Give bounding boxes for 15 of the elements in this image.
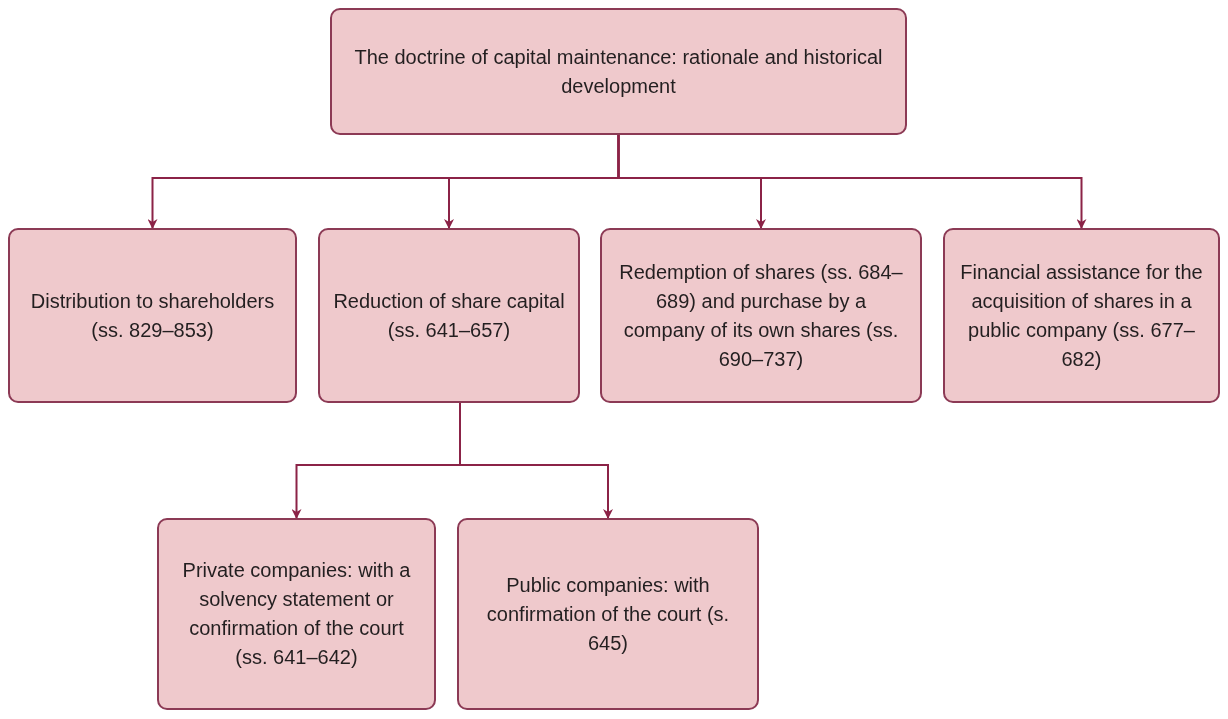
arrow [617,134,1087,229]
box-text: Redemption of shares (ss. 684–689) and purchase by a company of its own shares (ss. 690–737) [618,259,904,372]
box-text: Reduction of share capital (ss. 641–657) [332,288,566,343]
box-text: Distribution to shareholders (ss. 829–853) [29,288,276,343]
topic-box [157,518,436,710]
topic-box [600,228,922,403]
box-text: The doctrine of capital maintenance: rationale and historical development [353,44,884,99]
topic-box [457,518,759,710]
box-text: Private companies: with a solvency statement or confirmation of the court (ss. 641–642) [181,558,412,670]
box-text: Financial assistance for the acquisition of shares in a public company (ss. 677–682) [959,259,1204,372]
heading-box [330,8,907,135]
topic-box [943,228,1220,403]
topic-box [318,228,580,403]
topic-box [8,228,297,403]
box-text: Public companies: with confirmation of the court (s. 645) [485,572,731,656]
